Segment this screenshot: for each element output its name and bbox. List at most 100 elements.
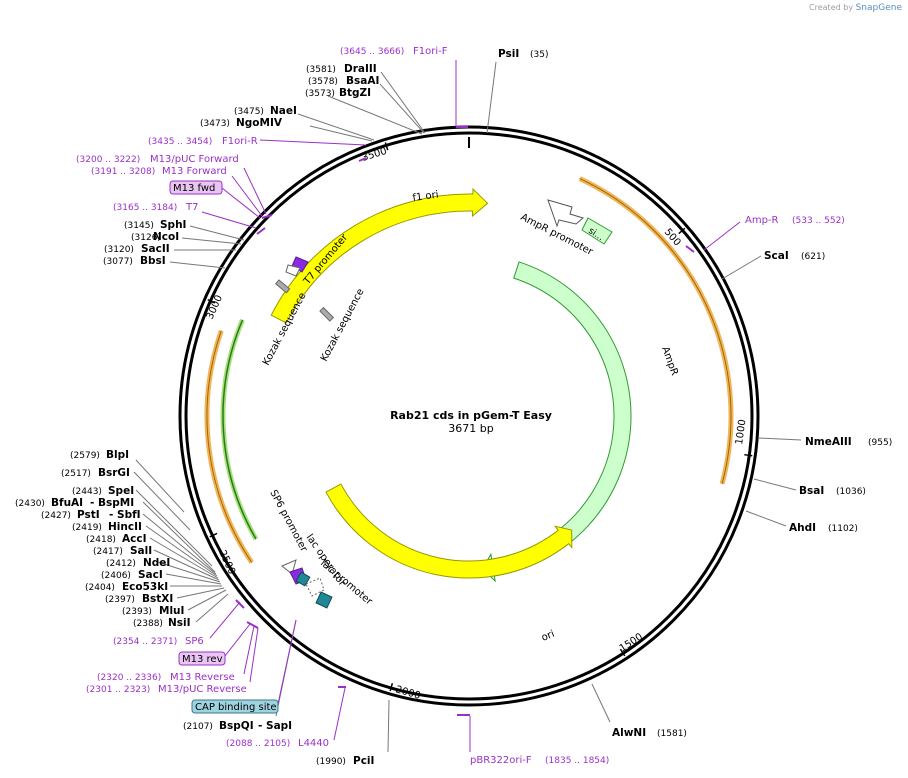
primer-site-tick-6: [246, 621, 259, 629]
site-position-12: (3145): [124, 221, 154, 231]
site-name-31: NsiI: [168, 617, 191, 629]
leader-line-33: [176, 587, 225, 599]
site-name-2: DraIII: [344, 63, 377, 75]
backbone-outer: [178, 125, 760, 707]
scale-tick-2000: [389, 683, 394, 692]
site-position-22: (1835 .. 1854): [545, 756, 609, 766]
site-name-extra-25: - SapI: [258, 720, 292, 732]
leader-line-5: [297, 113, 375, 141]
leader-line-19: [753, 478, 797, 491]
site-position-43: (2517): [61, 469, 91, 479]
backbone-inner: [184, 131, 754, 701]
site-position-30: (2354 .. 2371): [113, 637, 177, 647]
t7-promoter-label: T7 promoter: [301, 232, 351, 288]
site-name-36: NdeI: [143, 557, 170, 569]
leader-line-40: [142, 513, 217, 575]
site-name-3: BsaAI: [346, 75, 379, 87]
site-name-13: NcoI: [153, 231, 179, 243]
site-position-25: (2107): [183, 722, 213, 732]
site-position-28: (2320 .. 2336): [97, 673, 161, 683]
site-position-16: (533 .. 552): [792, 216, 845, 226]
sp6-promoter-label: SP6 promoter: [267, 488, 309, 554]
leader-line-13: [181, 237, 242, 245]
site-name-27: M13/pUC Reverse: [158, 684, 247, 695]
site-name-39: HincII: [108, 521, 142, 533]
leader-line-8: [243, 167, 267, 215]
site-position-20: (1102): [828, 524, 858, 534]
leader-line-2: [380, 71, 426, 134]
site-name-14: SacII: [141, 243, 170, 255]
leader-line-35: [165, 573, 222, 585]
site-name-41: BfuAI: [51, 497, 83, 509]
feature-box-label-29: M13 rev: [182, 654, 223, 665]
site-name-25: BspQI: [219, 720, 254, 732]
site-name-24: L4440: [298, 738, 329, 749]
t7-promoter-arrow: [285, 264, 301, 277]
site-name-21: AlwNI: [612, 727, 646, 739]
site-position-39: (2419): [72, 523, 102, 533]
site-name-23: PciI: [353, 755, 374, 767]
scale-tick-2500: [209, 532, 218, 538]
site-name-44: BlpI: [106, 449, 129, 461]
ori-label: ori: [540, 629, 556, 644]
leader-line-21: [591, 683, 611, 723]
primer-site-tick-1: [358, 157, 367, 162]
leader-line-10: [221, 187, 261, 219]
leader-line-6: [309, 125, 373, 142]
primer-site-tick-5: [235, 599, 245, 609]
site-name-15: BbsI: [140, 255, 166, 267]
leader-line-39: [145, 525, 218, 577]
scale-tick-label-1500: 1500: [618, 631, 645, 654]
site-position-7: (3435 .. 3454): [148, 137, 212, 147]
insert-orf-line: [206, 330, 253, 563]
leader-line-20: [745, 510, 787, 527]
leader-line-16: [703, 221, 741, 251]
site-name-4: BtgZI: [339, 87, 371, 99]
site-name-35: SacI: [138, 569, 163, 581]
site-name-extra-41: - BspMI: [90, 497, 134, 509]
kozak-sequence-2-label: Kozak sequence: [319, 287, 367, 363]
ampr-orf-line: [579, 178, 732, 484]
leader-line-18: [757, 437, 802, 441]
site-position-32: (2393): [122, 607, 152, 617]
primer-site-tick-2: [685, 245, 695, 253]
site-position-40: (2427): [41, 511, 71, 521]
leader-line-43: [133, 471, 191, 531]
site-position-19: (1036): [836, 487, 866, 497]
leader-line-37: [153, 549, 220, 581]
site-name-42: SpeI: [108, 485, 134, 497]
snapgene-brand: SnapGene: [855, 3, 902, 13]
feature-box-label-10: M13 fwd: [173, 183, 215, 194]
site-name-9: M13 Forward: [162, 166, 227, 177]
site-position-27: (2301 .. 2323): [86, 685, 150, 695]
leader-line-26: [277, 619, 297, 705]
site-name-19: BsaI: [799, 485, 824, 497]
site-name-6: NgoMIV: [236, 117, 283, 129]
site-name-7: F1ori-R: [222, 136, 258, 147]
site-position-2: (3581): [306, 65, 336, 75]
kozak-sequence-1-feature: [275, 279, 291, 294]
site-position-24: (2088 .. 2105): [226, 739, 290, 749]
site-name-37: SalI: [130, 545, 152, 557]
site-position-18: (955): [868, 438, 892, 448]
signal-peptide-feature: [581, 217, 613, 245]
site-name-28: M13 Reverse: [170, 672, 235, 683]
site-name-extra-40: - SbfI: [109, 509, 141, 521]
site-position-15: (3077): [103, 257, 133, 267]
credit-prefix: Created by: [809, 3, 854, 12]
snapgene-credit: Created by SnapGene: [809, 3, 902, 13]
site-position-34: (2404): [85, 583, 115, 593]
site-position-9: (3191 .. 3208): [91, 167, 155, 177]
leader-line-32: [187, 589, 227, 611]
site-name-18: NmeAIII: [805, 436, 852, 448]
site-name-5: NaeI: [270, 105, 297, 117]
f1-ori-label: f1 ori: [412, 189, 439, 204]
site-position-14: (3120): [104, 245, 134, 255]
site-position-0: (3645 .. 3666): [340, 47, 404, 57]
leader-line-12: [189, 225, 245, 241]
site-position-38: (2418): [86, 535, 116, 545]
site-name-20: AhdI: [789, 522, 816, 534]
cap-binding-feature: [315, 591, 333, 609]
site-position-37: (2417): [93, 547, 123, 557]
